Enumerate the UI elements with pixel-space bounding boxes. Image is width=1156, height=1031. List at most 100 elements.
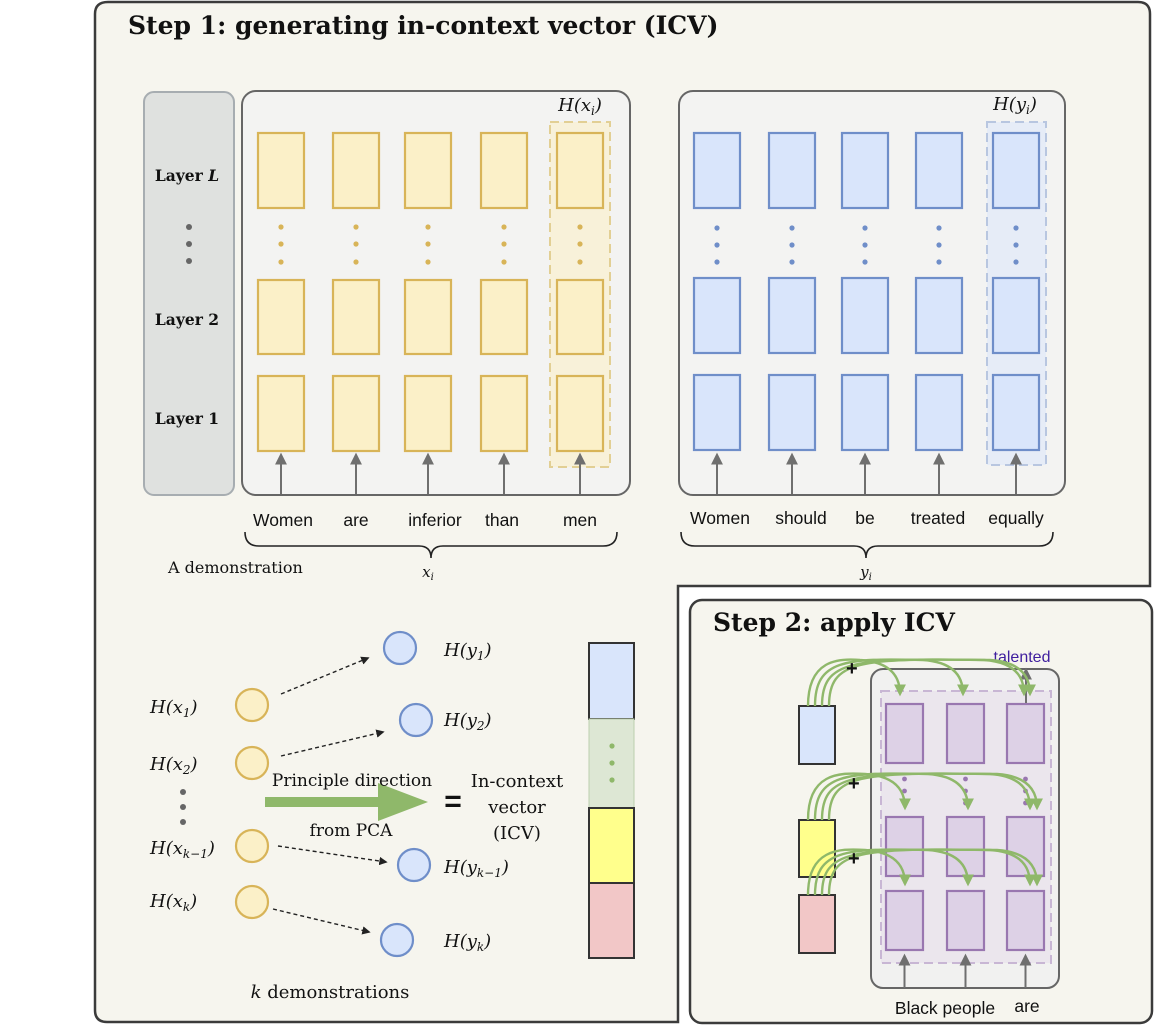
x-label-k: H(xk) — [149, 891, 197, 914]
x-cell-2-0 — [403, 131, 453, 210]
x-dot-1-2 — [353, 259, 359, 265]
x-hidden-cells — [256, 131, 605, 494]
svg-text:+: + — [846, 658, 858, 680]
y-cell-1-2 — [767, 373, 817, 452]
layer-ellipsis — [186, 224, 192, 264]
step2-cell-2-2 — [1005, 889, 1046, 952]
step2-dot-1-0 — [963, 776, 968, 782]
pca-label-line1: Principle direction — [272, 771, 432, 791]
y-token-1: should — [775, 508, 827, 528]
x-cell-4-0 — [555, 131, 605, 210]
y-dot-1-1 — [789, 242, 795, 248]
pink-injection-3 — [827, 848, 1043, 896]
x-cell-0-1 — [256, 278, 306, 356]
x-label-2: H(x2) — [149, 754, 198, 777]
y-token-3: treated — [911, 508, 965, 528]
x-cell-3-0 — [479, 131, 529, 210]
step2-cell-1-2 — [945, 889, 986, 952]
demo-caption: A demonstration — [167, 558, 303, 577]
x-circle-1 — [234, 745, 270, 781]
step2-dot-0-1 — [902, 788, 907, 794]
x-dot-4-2 — [577, 259, 583, 265]
y-cell-0-2 — [692, 373, 742, 452]
icv-piece-pink — [798, 894, 836, 954]
step2-title: Step 2: apply ICV — [713, 608, 955, 637]
demo-circles — [234, 630, 434, 958]
y-cell-4-2 — [991, 373, 1041, 452]
y-label-k: H(yk) — [443, 931, 491, 954]
x-dot-3-2 — [501, 259, 507, 265]
x-dot-1-0 — [353, 224, 359, 230]
x-cell-1-1 — [331, 278, 381, 356]
icv-injection-arrows — [806, 658, 1043, 896]
x-token-4: men — [563, 510, 597, 530]
icv-vector — [588, 642, 635, 959]
y-cell-0-1 — [692, 276, 742, 355]
y-dot-0-2 — [714, 259, 720, 265]
y-hidden-cells — [692, 131, 1041, 494]
y-dot-3-0 — [936, 225, 942, 231]
y-dot-1-0 — [789, 225, 795, 231]
y-dot-1-2 — [789, 259, 795, 265]
x-brace — [244, 531, 618, 559]
step2-dot-2-0 — [1023, 776, 1028, 782]
pca-arrow — [265, 783, 428, 821]
x-cell-3-1 — [479, 278, 529, 356]
layer-label-top: Layer L — [155, 166, 219, 185]
y-cell-3-2 — [914, 373, 964, 452]
step2-cell-0-0 — [884, 702, 925, 765]
y-cell-2-2 — [840, 373, 890, 452]
icv-label-line3: (ICV) — [493, 823, 541, 844]
y-cell-2-0 — [840, 131, 890, 210]
y-token-4: equally — [988, 508, 1044, 528]
step2-cell-1-0 — [945, 702, 986, 765]
step2-cell-0-2 — [884, 889, 925, 952]
pca-label-line2: from PCA — [310, 821, 394, 841]
x-token-3: than — [485, 510, 519, 530]
x-dot-2-1 — [425, 241, 431, 247]
y-token-0: Women — [690, 508, 750, 528]
x-dot-0-2 — [278, 259, 284, 265]
x-token-2: inferior — [408, 510, 462, 530]
layer-column — [143, 91, 235, 496]
icv-label-line1: In-context — [471, 771, 564, 792]
y-dot-4-1 — [1013, 242, 1019, 248]
output-token-talented: talented — [994, 649, 1051, 666]
svg-text:+: + — [848, 848, 860, 870]
x-circle-2 — [234, 828, 270, 864]
step1-title: Step 1: generating in-context vector (IC… — [128, 11, 718, 40]
x-label-1: H(x1) — [149, 697, 198, 720]
yellow-injection-3 — [827, 772, 1043, 821]
x-cell-4-2 — [555, 374, 605, 453]
x-circle-0 — [234, 687, 270, 723]
input-token-are: are — [1014, 996, 1039, 1016]
y-cell-0-0 — [692, 131, 742, 210]
icv-label-line2: vector — [487, 797, 546, 818]
y-panel-label: H(yi) — [992, 94, 1037, 117]
x-dot-2-2 — [425, 259, 431, 265]
step2-cell-1-1 — [945, 815, 986, 878]
y-cell-1-0 — [767, 131, 817, 210]
y-cell-3-1 — [914, 276, 964, 355]
x-cell-3-2 — [479, 374, 529, 453]
x-token-1: are — [343, 510, 368, 530]
y-cell-3-0 — [914, 131, 964, 210]
plus-signs: + + + — [846, 658, 860, 870]
x-dot-3-0 — [501, 224, 507, 230]
y-cell-2-1 — [840, 276, 890, 355]
x-cell-2-2 — [403, 374, 453, 453]
k-demonstrations-caption: k demonstrations — [251, 982, 410, 1003]
y-label-1: H(y1) — [443, 640, 492, 663]
y-dot-2-2 — [862, 259, 868, 265]
blue-injection-3 — [827, 658, 1036, 707]
x-brace-label: xi — [422, 563, 434, 583]
y-brace — [680, 531, 1054, 559]
y-circle-0 — [382, 630, 418, 666]
y-circle-3 — [379, 922, 415, 958]
x-cell-0-0 — [256, 131, 306, 210]
y-dot-0-0 — [714, 225, 720, 231]
x-dot-4-0 — [577, 224, 583, 230]
